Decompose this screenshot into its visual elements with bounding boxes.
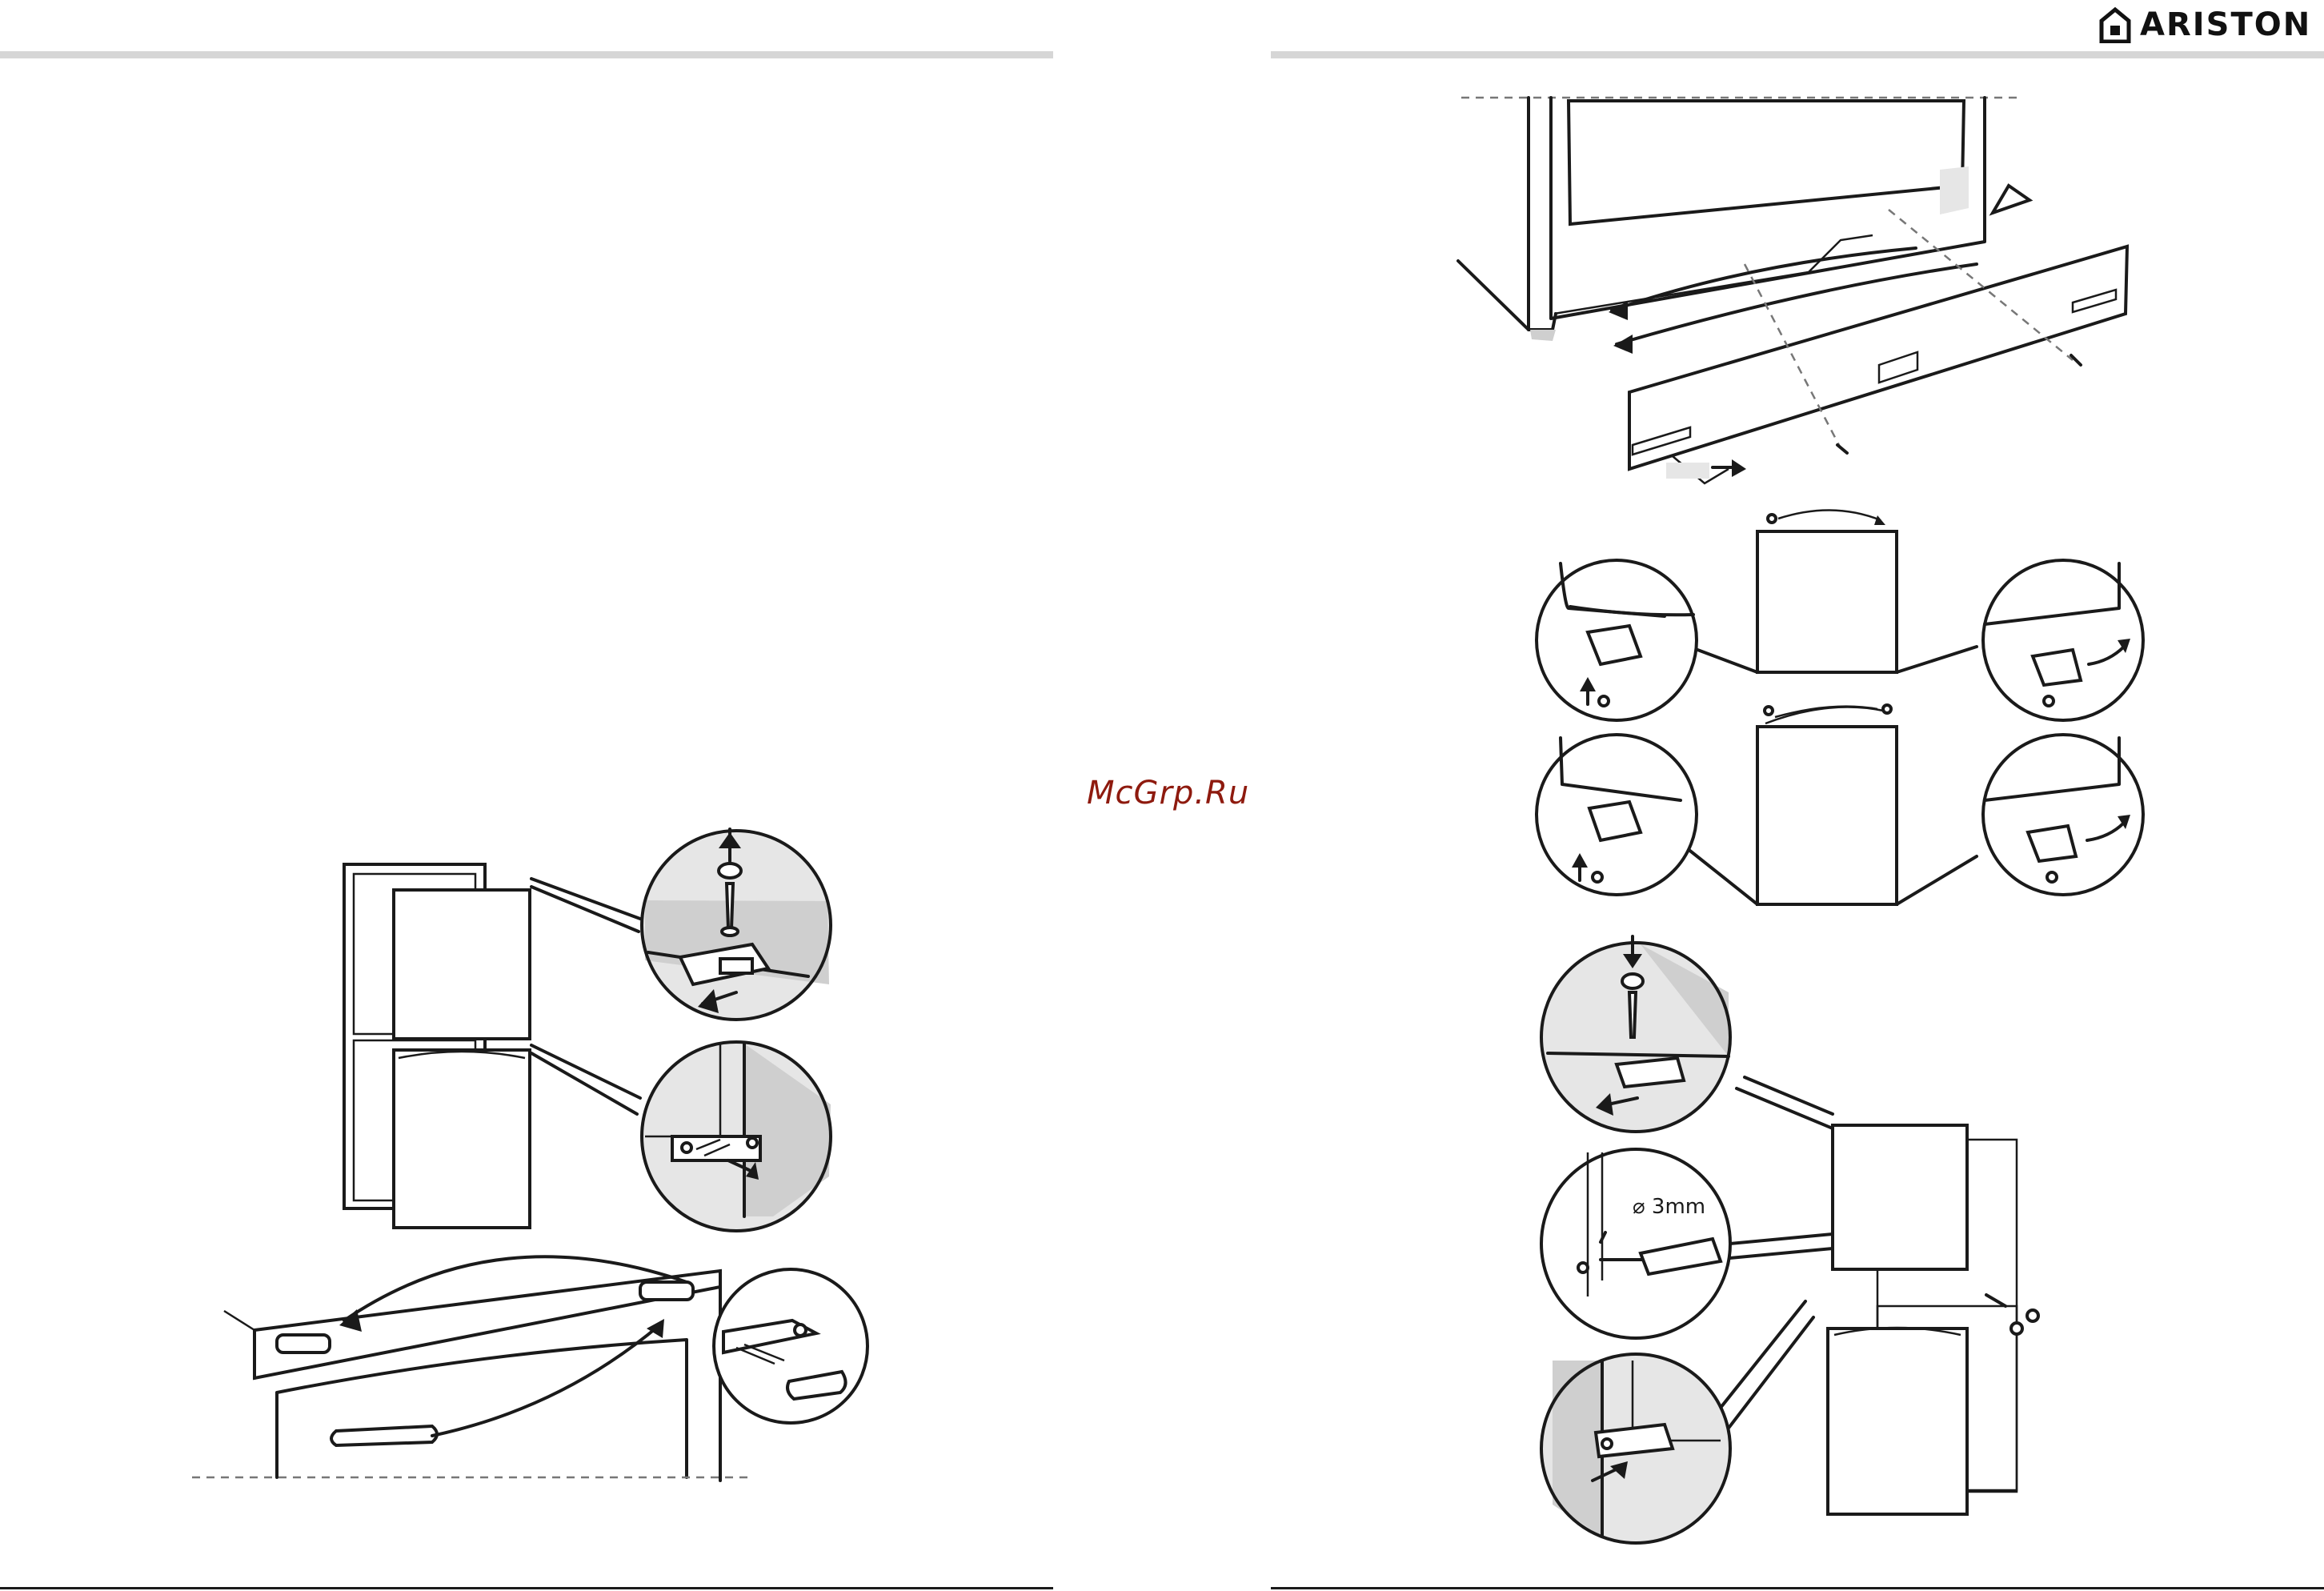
door-handle-relocation-figure <box>192 1256 867 1481</box>
hinge-circle-top-right <box>1983 560 2143 720</box>
hinge-circle-bottom-left <box>1537 735 1697 895</box>
door-reversal-figure <box>1537 510 2143 904</box>
reinstall-circle-top <box>1541 936 1730 1132</box>
top-hinge-detail <box>642 829 831 1020</box>
reinstall-sequence-figure: ⌀ 3mm <box>1541 936 2038 1543</box>
drill-size-label: 3mm <box>1652 1195 1705 1219</box>
hinge-circle-top-left <box>1537 560 1697 720</box>
plinth-removal-figure <box>1458 98 2127 483</box>
drill-label: ⌀ 3mm <box>1633 1195 1705 1219</box>
drill-diameter-symbol: ⌀ <box>1633 1195 1645 1219</box>
reinstall-circle-drill: ⌀ 3mm <box>1541 1149 1730 1338</box>
fridge-front-doors-figure <box>344 864 640 1228</box>
reinstall-circle-bottom <box>1541 1354 1730 1543</box>
hinge-circle-bottom-right <box>1983 735 2143 895</box>
middle-hinge-detail <box>642 1042 831 1231</box>
